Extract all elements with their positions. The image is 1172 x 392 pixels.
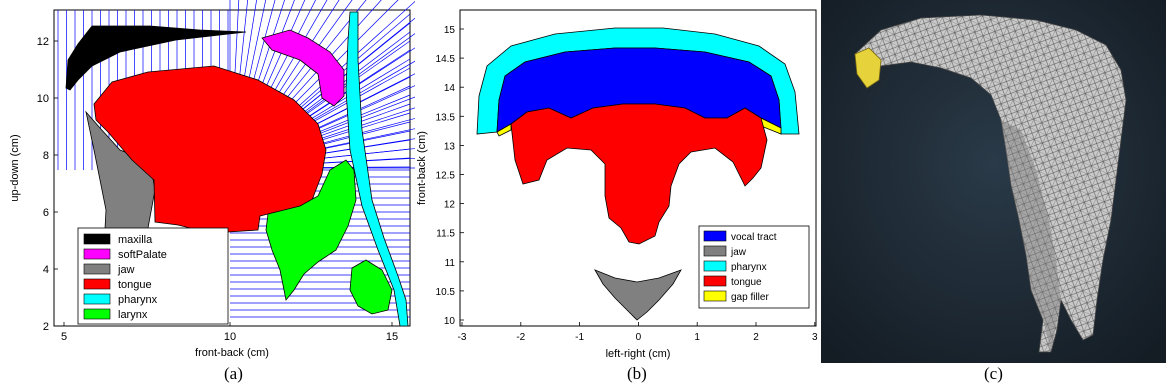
- larynx-shape-lower: [349, 259, 393, 315]
- y-tick-label: 11: [445, 258, 456, 269]
- legend-swatch: [83, 248, 111, 260]
- panel-a-xlabel: front-back (cm): [195, 347, 269, 359]
- legend-swatch: [83, 308, 111, 320]
- x-tick-label: 0: [636, 332, 642, 343]
- pharynx-shape: [345, 11, 409, 327]
- legend-label: vocal tract: [731, 232, 777, 243]
- legend-label: pharynx: [118, 294, 158, 306]
- panel-b-ylabel: front-back (cm): [416, 131, 428, 205]
- y-tick-label: 10.5: [436, 287, 456, 298]
- x-tick-label: 15: [386, 331, 398, 343]
- vocal-tract-mesh: [854, 14, 1127, 353]
- maxilla-shape: [65, 25, 247, 91]
- gap-filler-left: [496, 123, 512, 137]
- y-tick-label: 10: [444, 316, 456, 327]
- panel-a-ylabel: up-down (cm): [9, 134, 21, 201]
- legend-swatch: [83, 233, 111, 245]
- y-tick-label: 14.5: [436, 54, 456, 65]
- legend-swatch: [83, 293, 111, 305]
- panel-a-figure: 5 10 15 2 4 6 8 10 12 front-back (cm) up-down (c…: [9, 0, 415, 359]
- panel-b-xlabel: left-right (cm): [606, 348, 671, 360]
- x-tick-label: 5: [61, 331, 67, 343]
- x-tick-label: 3: [812, 332, 818, 343]
- y-tick-label: 12.5: [436, 171, 456, 182]
- legend-label: jaw: [117, 264, 135, 276]
- y-tick-label: 14: [444, 83, 456, 94]
- legend-swatch: [83, 278, 111, 290]
- x-tick-label: -3: [458, 332, 467, 343]
- legend-label: tongue: [118, 279, 152, 291]
- legend-label: tongue: [731, 277, 762, 288]
- legend-label: larynx: [118, 309, 148, 321]
- y-tick-label: 10: [37, 93, 49, 105]
- gap-filler-mesh: [854, 47, 882, 89]
- legend-label: gap filler: [731, 292, 769, 303]
- y-tick-label: 2: [43, 321, 49, 333]
- legend-swatch: [703, 230, 727, 242]
- larynx-shape: [265, 159, 357, 301]
- y-tick-label: 6: [43, 207, 49, 219]
- panel-c-mesh-render: [821, 0, 1166, 363]
- y-tick-label: 13: [444, 141, 456, 152]
- caption-b: (b): [627, 364, 647, 383]
- y-tick-label: 13.5: [436, 112, 456, 123]
- legend-swatch: [83, 263, 111, 275]
- x-tick-label: -2: [516, 332, 525, 343]
- legend-swatch: [703, 290, 727, 302]
- panel-a-ticks: 5 10 15 2 4 6 8 10 12: [37, 36, 398, 343]
- legend-swatch: [703, 275, 727, 287]
- x-tick-label: 10: [224, 331, 236, 343]
- legend-label: jaw: [730, 247, 747, 258]
- vocal-tract-shading: [1001, 120, 1061, 352]
- legend-swatch: [703, 260, 727, 272]
- caption-a: (a): [224, 364, 243, 383]
- panel-b-shapes: [476, 27, 800, 321]
- panel-b-legend: vocal tract jaw pharynx tongue gap filler: [698, 225, 810, 309]
- y-tick-label: 4: [43, 264, 49, 276]
- y-tick-label: 11.5: [436, 229, 455, 240]
- x-tick-label: -1: [575, 332, 584, 343]
- caption-c: (c): [984, 364, 1003, 383]
- x-tick-label: 2: [753, 332, 759, 343]
- legend-label: softPalate: [118, 249, 167, 261]
- legend-label: pharynx: [731, 262, 767, 273]
- x-tick-label: 1: [694, 332, 700, 343]
- panel-a-legend: maxilla softPalate jaw tongue pharynx larynx: [77, 227, 229, 325]
- tongue-shape: [510, 103, 768, 245]
- jaw-shape: [594, 269, 682, 321]
- y-tick-label: 8: [43, 150, 49, 162]
- y-tick-label: 12: [444, 200, 456, 211]
- y-tick-label: 12: [37, 36, 49, 48]
- soft-palate-shape: [261, 29, 345, 107]
- legend-swatch: [703, 245, 727, 257]
- legend-label: maxilla: [118, 234, 153, 246]
- y-tick-label: 15: [444, 25, 456, 36]
